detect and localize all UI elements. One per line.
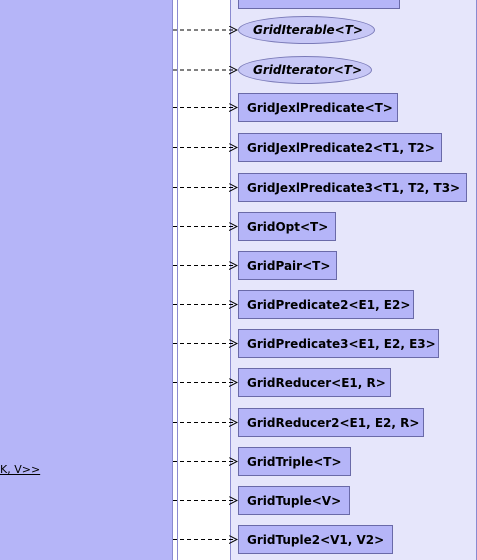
diagram-node[interactable]: GridOpt<T> bbox=[238, 212, 336, 241]
diagram-node[interactable]: GridIterator<T> bbox=[238, 56, 372, 84]
diagram-node[interactable]: GridIterable<T> bbox=[238, 16, 375, 44]
diagram-node[interactable]: GridTriple<T> bbox=[238, 447, 351, 476]
top-node-stub[interactable] bbox=[238, 0, 400, 9]
diagram-node[interactable]: GridReducer2<E1, E2, R> bbox=[238, 408, 424, 437]
diagram-node[interactable]: GridJexlPredicate3<T1, T2, T3> bbox=[238, 173, 467, 202]
package-gutter bbox=[173, 0, 178, 560]
diagram-node[interactable]: GridJexlPredicate<T> bbox=[238, 93, 398, 122]
diagram-node[interactable]: GridReducer<E1, R> bbox=[238, 368, 391, 397]
diagram-node[interactable]: GridPredicate2<E1, E2> bbox=[238, 290, 414, 319]
diagram-node[interactable]: GridJexlPredicate2<T1, T2> bbox=[238, 133, 442, 162]
diagram-node[interactable]: GridPair<T> bbox=[238, 251, 337, 280]
left-class-link[interactable]: K, V>> bbox=[0, 463, 41, 476]
left-panel bbox=[0, 0, 173, 560]
diagram-node[interactable]: GridTuple<V> bbox=[238, 486, 350, 515]
diagram-node[interactable]: GridTuple2<V1, V2> bbox=[238, 525, 393, 554]
diagram-node[interactable]: GridPredicate3<E1, E2, E3> bbox=[238, 329, 439, 358]
